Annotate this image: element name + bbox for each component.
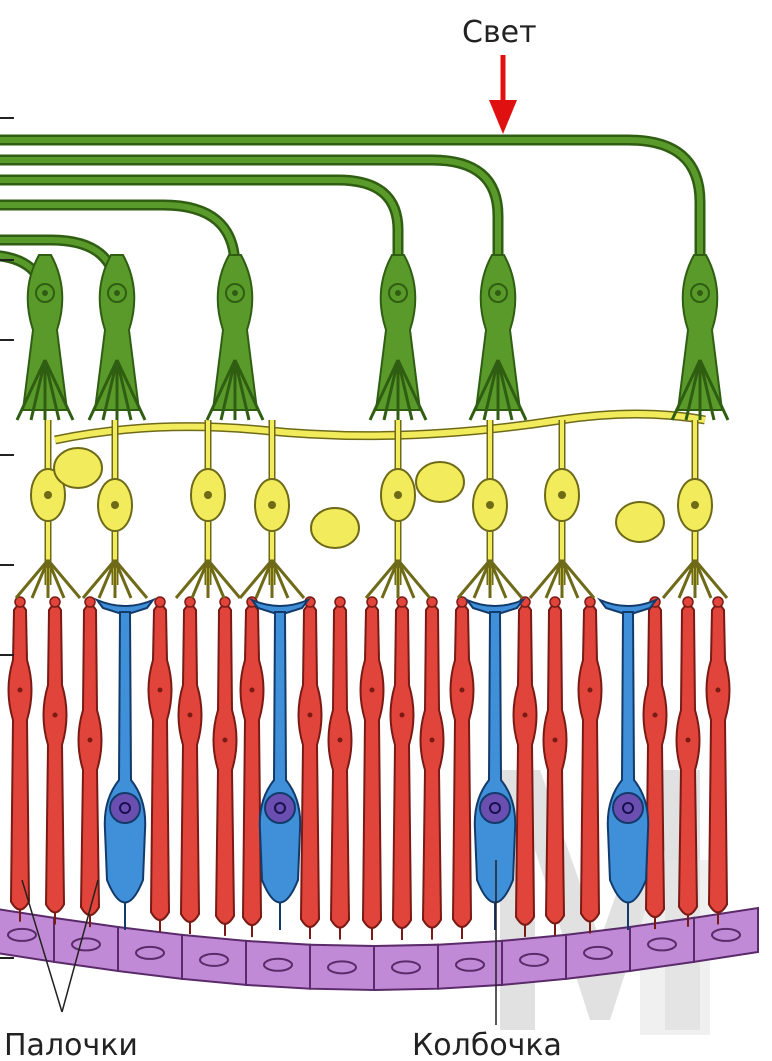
cone-label: Колбочка [412,1028,562,1061]
rod-cell [707,597,730,924]
rod-cell [149,597,172,932]
rod-cell [677,597,700,927]
epithelium-cell [182,935,246,985]
cone-cell [97,600,153,930]
bipolar-cells [16,414,727,598]
rod-cell [361,597,384,940]
rod-cell [9,597,32,922]
light-label: Свет [462,15,537,50]
rod-cell [241,597,264,937]
horizontal-process-fill [55,414,705,440]
rod-cell [514,597,537,937]
horizontal-cell [616,502,664,542]
rod-cell [329,597,352,940]
epithelium-cell [0,908,54,962]
epithelium-cell [246,941,310,989]
rods-label: Палочки [4,1028,138,1061]
horizontal-cell [54,448,102,488]
horizontal-cell [311,508,359,548]
bipolar-cell [83,420,147,598]
ganglion-cell [0,160,526,420]
bipolar-cell [366,420,430,598]
rod-cell [421,597,444,940]
light-arrow-icon [489,55,517,134]
epithelium-cell [566,927,630,979]
bipolar-cell [530,420,594,598]
epithelium-cell [438,941,502,989]
epithelium-cell [374,945,438,990]
bipolar-cell [240,420,304,598]
rod-cell [179,597,202,934]
rod-cell [544,597,567,935]
rod-cell [451,597,474,939]
epithelium-cell [502,935,566,985]
bipolar-cell [16,420,80,598]
bipolar-cell [176,420,240,598]
ganglion-cell [0,255,73,420]
rod-cell [44,597,67,924]
bipolar-cell [663,420,727,598]
rod-cell [214,597,237,936]
epithelium-cell [694,908,758,962]
rod-cell [579,597,602,933]
epithelium-cell [118,927,182,979]
rod-cell [299,597,322,939]
epithelium-cell [310,945,374,990]
rod-cell [391,597,414,940]
ganglion-cells [0,140,728,420]
bipolar-cell [458,420,522,598]
epithelium-cell [630,918,694,971]
rod-cell [79,597,102,927]
horizontal-cell [416,462,464,502]
